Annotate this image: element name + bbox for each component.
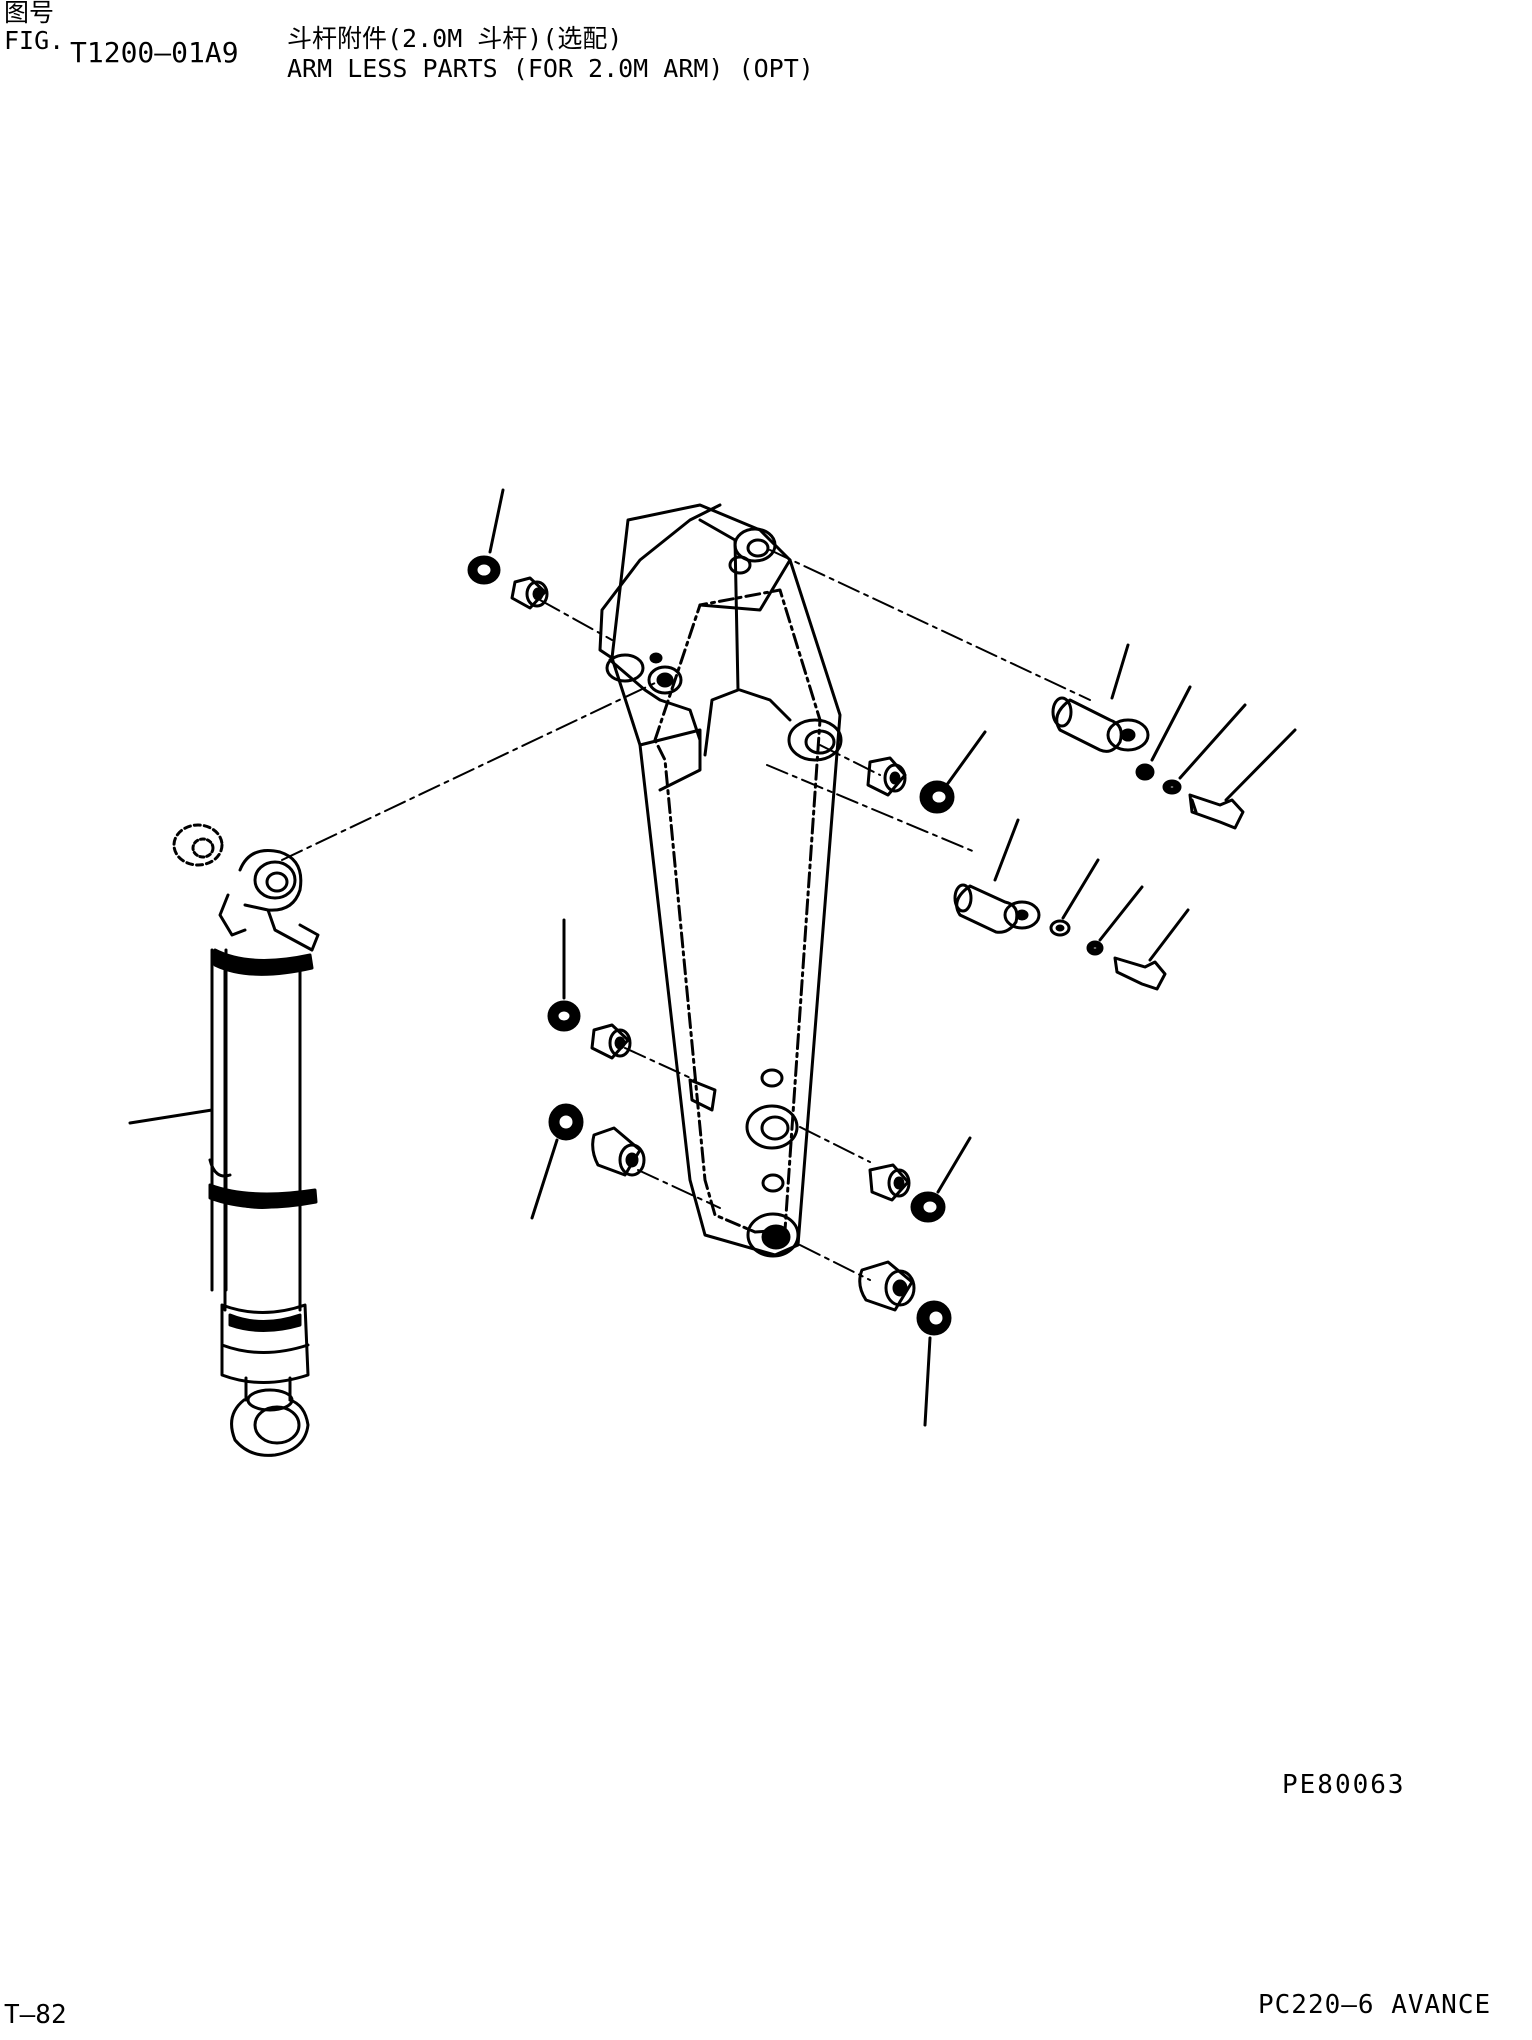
- page-number: T—82: [4, 2000, 67, 2030]
- middle-pin-group: [953, 818, 1190, 991]
- title-cn: 斗杆附件(2.0M 斗杆)(选配): [287, 24, 623, 53]
- arm-body: [598, 503, 843, 1258]
- drawing-code: PE80063: [1282, 1770, 1406, 1800]
- fig-label-cn: 图号: [4, 0, 55, 27]
- fig-number: T1200—01A9: [70, 36, 239, 69]
- middle-bushing-group: [866, 730, 987, 814]
- upper-pin-group: [1051, 643, 1297, 830]
- title-en: ARM LESS PARTS (FOR 2.0M ARM) (OPT): [287, 54, 814, 83]
- upper-seal-group: [467, 488, 549, 610]
- model-name: PC220—6 AVANCE: [1258, 1990, 1492, 2020]
- fig-label-en: FIG.: [4, 26, 65, 55]
- lower-left-seal-upper: [547, 918, 632, 1060]
- lower-left-seal-lower: [530, 1103, 646, 1220]
- lower-right-bushing-upper: [868, 1136, 972, 1223]
- lower-right-bushing-lower: [858, 1260, 952, 1427]
- hydraulic-cylinder: [128, 823, 320, 1457]
- center-lines: [281, 549, 1091, 1281]
